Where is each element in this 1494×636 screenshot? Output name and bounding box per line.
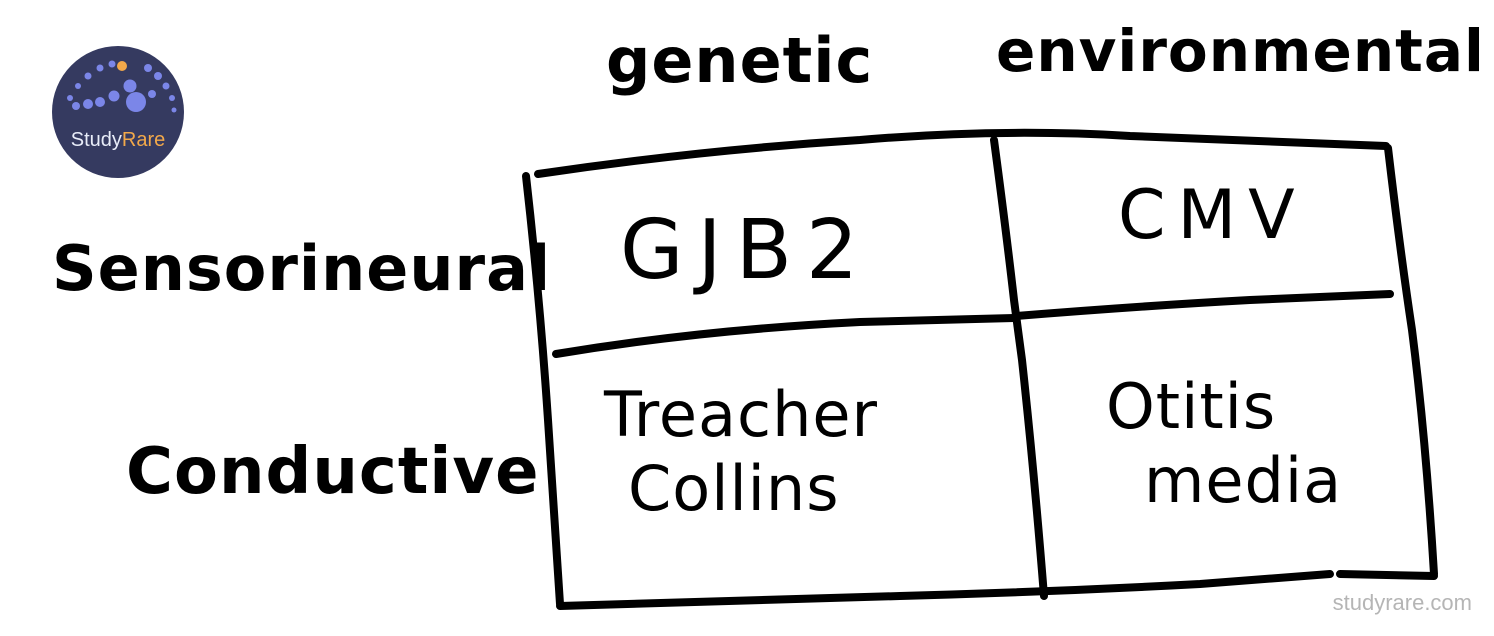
cell-sensorineural-genetic: GJB2 [620,203,873,298]
cell-line-treacher: Treacher [604,378,879,451]
cell-sensorineural-environmental: CMV [1118,176,1307,255]
column-header-genetic: genetic [606,24,874,97]
grid-left-border [522,172,564,608]
logo-badge-icon [52,46,184,178]
logo-word-study: Study [70,129,122,151]
logo-word-rare: Rare [121,129,166,151]
cell-line-media: media [1144,444,1343,518]
grid-bottom-right-stub [1336,570,1438,580]
grid-vertical-divider [990,136,1048,600]
cell-conductive-environmental: Otitis media [1106,370,1342,519]
grid-bottom-border [556,570,1334,610]
cell-conductive-genetic: Treacher Collins [604,378,878,527]
studyrare-logo: StudyRare [50,46,186,178]
row-header-conductive: Conductive [126,435,540,509]
column-header-environmental: environmental [996,17,1485,85]
grid-right-border [1384,144,1438,578]
grid-top-border [534,128,1390,178]
grid-horizontal-divider-right [1012,290,1394,320]
cell-line-collins: Collins [628,452,840,526]
row-header-sensorineural: Sensorineural [52,232,552,305]
logo-wordmark: StudyRare [50,129,186,152]
cell-line-otitis: Otitis [1106,370,1277,443]
grid-horizontal-divider-left [552,314,1018,358]
watermark: studyrare.com [1332,590,1472,615]
